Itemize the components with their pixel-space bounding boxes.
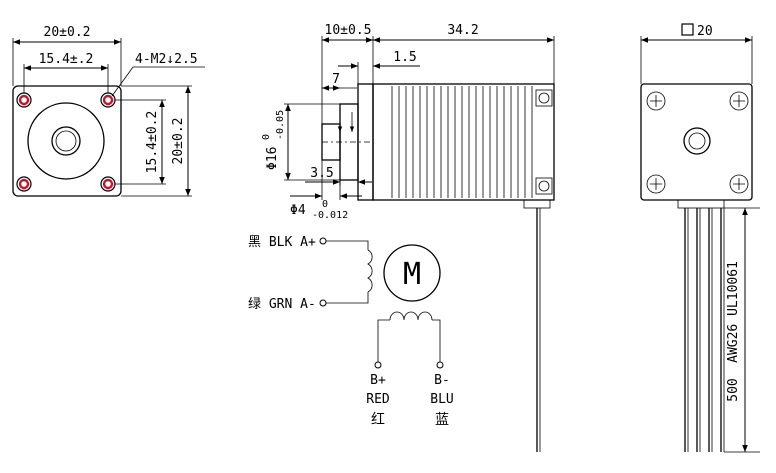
dim-shaft-dia-tol-lower: -0.012 [312,210,348,221]
dim-boss-dia-tol-lower: -0.05 [275,110,286,140]
front-shaft-inner [55,130,77,152]
coil-b [389,311,433,321]
back-shaft-hole [683,127,711,155]
side-lead-exit [523,199,551,209]
dim-lead-length-label: 500 [726,378,741,401]
back-screw [729,91,749,111]
wire-spec-label: AWG26 UL10061 [726,261,741,363]
back-view: 20 AWG26 UL10061 500 [640,23,760,453]
b-plus-color-en: RED [366,392,390,407]
end-cap-screw [535,89,553,107]
b-minus-terminal [436,361,444,369]
dim-boss-dia-symbol: Φ16 [265,147,280,170]
dim-shaft-dia-tol-upper: 0 [322,199,328,210]
thread-leader [111,66,134,97]
dim-body-length-label: 34.2 [447,23,478,38]
coil-a [367,249,373,293]
dim-shaft-length-label: 7 [332,72,340,87]
a-plus-label: 黑 BLK A+ [248,235,316,250]
motor-symbol-circle [383,244,441,302]
dim-hole-spacing-v-label: 15.4±0.2 [145,111,160,174]
front-boss-circle [27,102,105,180]
side-view: 10±0.5 34.2 1.5 7 3.5 Φ16 0 -0.05 [261,23,555,452]
mounting-hole-mark [102,94,114,106]
back-screws [646,91,749,194]
dim-boss-dia-label: Φ16 0 -0.05 [261,110,286,170]
a-minus-terminal [319,299,327,307]
b-plus-terminal [374,361,382,369]
b-minus-color-cn: 蓝 [435,412,449,428]
motor-symbol-label: M [403,257,421,292]
mounting-hole-mark [18,94,30,106]
front-face-outline [12,85,122,197]
front-shaft-circle [51,126,81,156]
front-view: 20±0.2 15.4±.2 4-M2↓2.5 15.4±0.2 20±0.2 [12,25,205,197]
dim-flange-thickness-label: 1.5 [393,50,416,65]
dim-square-label: 20 [697,24,713,39]
square-symbol [681,23,694,36]
wiring-diagram: 黑 BLK A+ 绿 GRN A- M B+ RED 红 B- BLU 蓝 [248,235,454,428]
mounting-holes [16,92,116,192]
dim-height-label: 20±0.2 [171,118,186,165]
cooling-fins [391,86,533,198]
back-screw [729,174,749,194]
dim-width-label: 20±0.2 [44,25,91,40]
thread-callout-label: 4-M2↓2.5 [135,52,198,67]
back-lead-exit [677,199,725,209]
dim-shaft-dia-symbol: Φ4 [290,203,306,218]
back-screw [646,174,666,194]
mounting-hole [16,176,32,192]
b-plus-label: B+ [370,373,386,388]
dim-hole-spacing-h-label: 15.4±.2 [39,52,94,67]
back-lead-wires [684,208,725,452]
mounting-hole-mark [18,178,30,190]
mounting-hole-mark [102,178,114,190]
end-cap-screw [535,177,553,195]
b-plus-color-cn: 红 [371,412,385,428]
back-screw [646,91,666,111]
dim-flange-label: 10±0.5 [325,23,372,38]
a-plus-terminal [319,237,327,245]
b-minus-color-en: BLU [430,392,453,407]
dim-boss-dia-tol-upper: 0 [261,134,272,140]
a-minus-label: 绿 GRN A- [248,297,316,312]
side-body-outline [372,83,555,201]
b-minus-label: B- [434,373,450,388]
